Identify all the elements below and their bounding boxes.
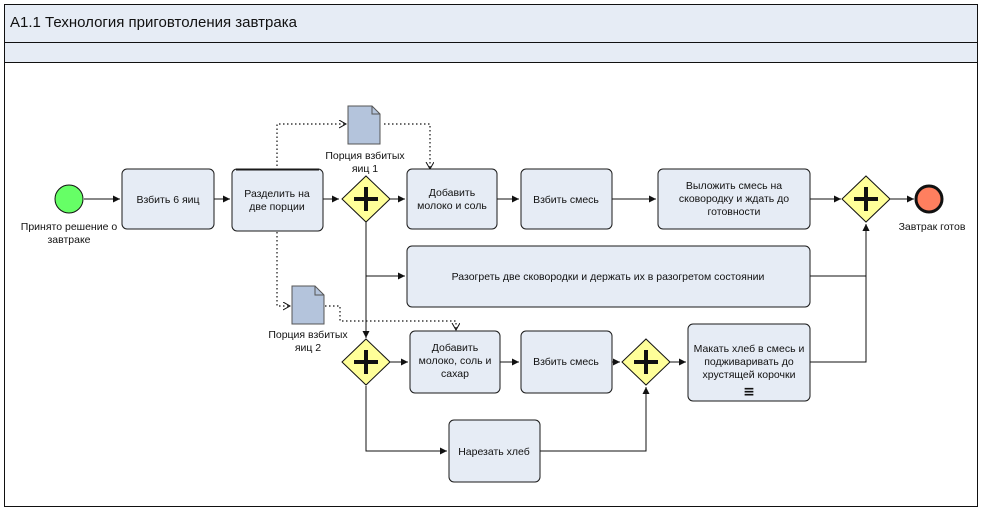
task-add-milk-salt[interactable]: Добавить молоко и соль <box>406 168 498 230</box>
document-icon <box>291 285 325 325</box>
pool-title: А1.1 Технология приговтоления завтрака <box>10 14 298 31</box>
loop-marker-icon: ≡ <box>743 384 755 400</box>
task-label: Взбить смесь <box>533 194 599 206</box>
task-heat-pans[interactable]: Разогреть две сковородки и держать их в … <box>406 245 811 308</box>
task-label: готовности <box>708 206 761 218</box>
task-beat-mix-1[interactable]: Взбить смесь <box>520 168 613 230</box>
task-label: Разогреть две сковородки и держать их в … <box>452 271 765 283</box>
task-beat-eggs[interactable]: Взбить 6 яиц <box>121 168 215 230</box>
task-add-milk-salt-sugar[interactable]: Добавить молоко, соль и сахар <box>409 330 501 394</box>
task-pour-pan[interactable]: Выложить смесь на сковородку и ждать до … <box>657 168 811 230</box>
end-event-label: Завтрак готов <box>899 221 966 233</box>
sequence-flows <box>84 195 914 455</box>
end-event: Завтрак готов <box>899 184 966 233</box>
task-label: сковородку и ждать до <box>679 193 789 205</box>
task-label: хрустящей корочки <box>703 369 796 381</box>
start-event-label-1: Принято решение о <box>21 221 118 233</box>
plus-icon <box>354 350 378 374</box>
task-beat-mix-2[interactable]: Взбить смесь <box>520 330 613 394</box>
data-object-label: яиц 1 <box>352 163 378 175</box>
document-icon <box>347 105 381 145</box>
task-cut-bread[interactable]: Нарезать хлеб <box>448 419 541 483</box>
task-label: Взбить смесь <box>533 356 599 368</box>
task-label: молоко и соль <box>417 200 487 212</box>
task-label: сахар <box>441 368 469 380</box>
task-label: подживаривать до <box>704 356 794 368</box>
task-label: Добавить <box>432 342 479 354</box>
pool-header <box>4 4 978 43</box>
associations <box>276 124 456 330</box>
data-object-label: Порция взбитых <box>268 329 348 341</box>
data-object-label: яиц 2 <box>295 342 321 354</box>
data-object-label: Порция взбитых <box>325 150 405 162</box>
parallel-gateway-split <box>341 175 391 223</box>
task-label: Взбить 6 яиц <box>136 194 199 206</box>
start-event-label-2: завтраке <box>47 234 90 246</box>
data-object-portion-2: Порция взбитых яиц 2 <box>268 285 348 354</box>
parallel-gateway-merge <box>841 175 891 223</box>
task-label: Разделить на <box>244 188 310 200</box>
plus-icon <box>854 187 878 211</box>
task-label: две порции <box>249 201 305 213</box>
plus-icon <box>354 187 378 211</box>
task-label: Добавить <box>429 187 476 199</box>
plus-icon <box>634 350 658 374</box>
task-label: молоко, соль и <box>419 355 492 367</box>
parallel-gateway-split-2 <box>341 338 391 386</box>
start-event: Принято решение о завтраке <box>21 184 118 246</box>
task-label: Нарезать хлеб <box>458 446 530 458</box>
task-dip-bread[interactable]: Макать хлеб в смесь и подживаривать до х… <box>687 323 811 402</box>
task-split[interactable]: Разделить на две порции <box>231 168 324 232</box>
parallel-gateway-merge-2 <box>621 338 671 386</box>
task-label: Выложить смесь на <box>686 180 782 192</box>
data-object-portion-1: Порция взбитых яиц 1 <box>325 105 405 175</box>
task-label: Макать хлеб в смесь и <box>694 343 805 355</box>
lane-header <box>4 42 978 63</box>
